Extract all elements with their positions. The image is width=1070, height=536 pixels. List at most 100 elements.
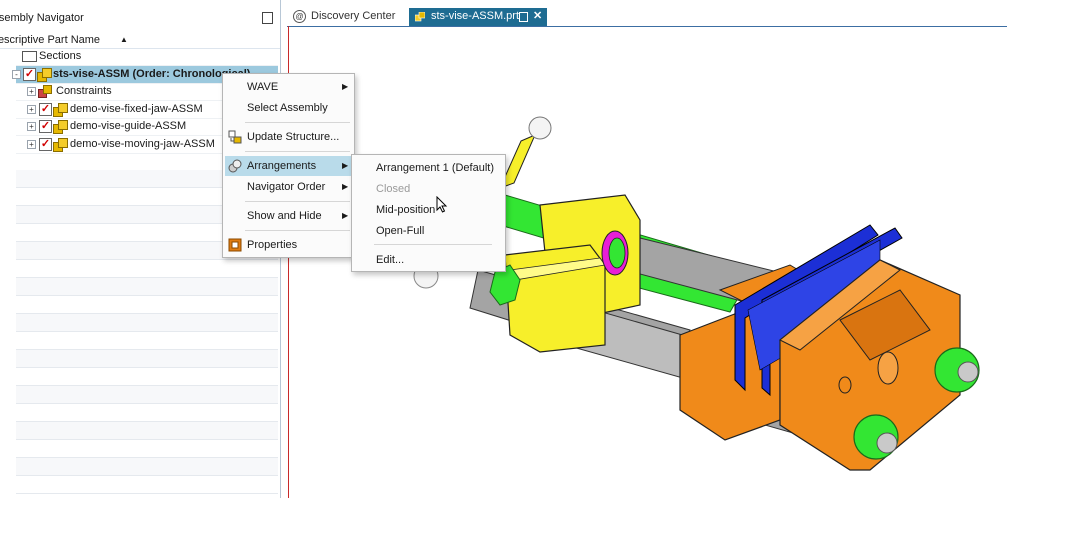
viewport-border bbox=[288, 26, 289, 498]
column-header-label: Descriptive Part Name bbox=[0, 34, 101, 46]
folder-icon bbox=[22, 51, 37, 62]
constraints-icon bbox=[38, 85, 52, 98]
tree-row-constraints[interactable]: + Constraints bbox=[16, 83, 278, 101]
menu-separator bbox=[245, 122, 350, 123]
empty-row bbox=[16, 224, 278, 242]
tree-row-label: sts-vise-ASSM (Order: Chronological) bbox=[53, 68, 251, 80]
menu-item-arrangement-1-default[interactable]: Arrangement 1 (Default) bbox=[354, 158, 503, 178]
empty-row bbox=[16, 296, 278, 314]
right-nuts[interactable] bbox=[853, 347, 980, 460]
left-nut[interactable] bbox=[489, 264, 521, 306]
visibility-checkbox[interactable]: ✓ bbox=[39, 103, 52, 116]
tree-row-fixed-jaw[interactable]: + ✓ demo-vise-fixed-jaw-ASSM bbox=[16, 101, 278, 119]
empty-row bbox=[16, 278, 278, 296]
menu-item-label: Update Structure... bbox=[247, 131, 340, 143]
menu-separator bbox=[374, 244, 492, 245]
empty-row bbox=[16, 332, 278, 350]
empty-row bbox=[16, 242, 278, 260]
submenu-arrow-icon: ▶ bbox=[342, 82, 349, 91]
empty-row bbox=[16, 404, 278, 422]
vise-3d-model-viewport[interactable] bbox=[289, 27, 1009, 497]
fixed-jaw[interactable] bbox=[779, 259, 961, 471]
submenu-arrow-icon: ▶ bbox=[342, 161, 349, 170]
submenu-arrow-icon: ▶ bbox=[342, 182, 349, 191]
arrangements-submenu: Arrangement 1 (Default) Closed Mid-posit… bbox=[351, 154, 506, 272]
empty-row bbox=[16, 314, 278, 332]
part-file-icon bbox=[414, 11, 426, 22]
empty-row bbox=[16, 188, 278, 206]
menu-separator bbox=[245, 230, 350, 231]
menu-item-label: Show and Hide bbox=[247, 210, 322, 222]
expand-icon[interactable]: + bbox=[27, 122, 36, 131]
close-tab-icon[interactable]: ✕ bbox=[533, 10, 543, 22]
menu-item-closed: Closed bbox=[354, 179, 503, 199]
visibility-checkbox[interactable]: ✓ bbox=[23, 68, 36, 81]
update-structure-icon bbox=[228, 130, 242, 144]
menu-item-show-and-hide[interactable]: Show and Hide ▶ bbox=[225, 206, 352, 226]
empty-row bbox=[16, 170, 278, 188]
empty-row bbox=[16, 350, 278, 368]
tree-row-label: demo-vise-moving-jaw-ASSM bbox=[70, 138, 215, 150]
menu-item-select-assembly[interactable]: Select Assembly bbox=[225, 98, 352, 118]
menu-item-arrangements[interactable]: Arrangements ▶ bbox=[225, 156, 352, 176]
tree-row-label: demo-vise-guide-ASSM bbox=[70, 120, 187, 132]
empty-row bbox=[16, 458, 278, 476]
menu-item-label: Mid-position bbox=[376, 204, 436, 216]
discovery-center-icon: @ bbox=[293, 10, 306, 23]
menu-item-label: WAVE bbox=[247, 81, 279, 93]
arrangements-icon bbox=[228, 159, 242, 173]
yellow-carrier-block[interactable] bbox=[504, 194, 641, 353]
sort-ascending-icon[interactable]: ▲ bbox=[120, 35, 128, 44]
document-tab-bar: @ Discovery Center sts-vise-ASSM.prt ✕ bbox=[287, 8, 1007, 27]
empty-row bbox=[16, 476, 278, 494]
menu-item-wave[interactable]: WAVE ▶ bbox=[225, 77, 352, 97]
assembly-icon bbox=[53, 103, 68, 117]
tree-row-label: Constraints bbox=[56, 85, 112, 97]
menu-item-label: Closed bbox=[376, 183, 411, 195]
menu-item-edit[interactable]: Edit... bbox=[354, 250, 503, 270]
menu-item-update-structure[interactable]: Update Structure... bbox=[225, 127, 352, 147]
assembly-icon bbox=[53, 120, 68, 134]
expand-icon[interactable]: + bbox=[27, 140, 36, 149]
tab-sts-vise-assm[interactable]: sts-vise-ASSM.prt ✕ bbox=[409, 8, 547, 26]
visibility-checkbox[interactable]: ✓ bbox=[39, 120, 52, 133]
pin-panel-icon[interactable] bbox=[262, 12, 273, 24]
menu-item-navigator-order[interactable]: Navigator Order ▶ bbox=[225, 177, 352, 197]
visibility-checkbox[interactable]: ✓ bbox=[39, 138, 52, 151]
empty-row bbox=[16, 206, 278, 224]
menu-separator bbox=[245, 201, 350, 202]
empty-row bbox=[16, 386, 278, 404]
tree-row-label: demo-vise-fixed-jaw-ASSM bbox=[70, 103, 203, 115]
menu-item-properties[interactable]: Properties bbox=[225, 235, 352, 255]
menu-item-label: Open-Full bbox=[376, 225, 425, 237]
empty-row bbox=[16, 368, 278, 386]
menu-item-label: Edit... bbox=[376, 254, 405, 266]
column-header-part-name[interactable]: Descriptive Part Name ▲ bbox=[0, 31, 280, 49]
pin-tab-icon[interactable] bbox=[519, 12, 528, 22]
menu-item-label: Navigator Order bbox=[247, 181, 326, 193]
mouse-cursor-icon bbox=[436, 196, 448, 213]
properties-icon bbox=[228, 238, 242, 252]
empty-row bbox=[16, 260, 278, 278]
expand-icon[interactable]: + bbox=[27, 87, 36, 96]
assembly-icon bbox=[37, 68, 52, 82]
tab-discovery-center[interactable]: @ Discovery Center bbox=[287, 8, 407, 26]
menu-item-open-full[interactable]: Open-Full bbox=[354, 221, 503, 241]
tab-label: sts-vise-ASSM.prt bbox=[431, 10, 520, 22]
tree-row-sections[interactable]: Sections bbox=[16, 48, 278, 66]
jaw-plates[interactable] bbox=[734, 224, 903, 397]
menu-item-label: Properties bbox=[247, 239, 298, 251]
tree-row-moving-jaw[interactable]: + ✓ demo-vise-moving-jaw-ASSM bbox=[16, 136, 278, 154]
tree-row-guide[interactable]: + ✓ demo-vise-guide-ASSM bbox=[16, 118, 278, 136]
menu-item-label: Select Assembly bbox=[247, 102, 328, 114]
menu-item-label: Arrangements bbox=[247, 160, 317, 172]
menu-item-mid-position[interactable]: Mid-position bbox=[354, 200, 503, 220]
tab-label: Discovery Center bbox=[311, 10, 396, 22]
menu-separator bbox=[245, 151, 350, 152]
collapse-icon[interactable]: - bbox=[12, 70, 21, 79]
tree-row-root-assembly[interactable]: - ✓ sts-vise-ASSM (Order: Chronological) bbox=[12, 66, 278, 84]
submenu-arrow-icon: ▶ bbox=[342, 211, 349, 220]
expand-icon[interactable]: + bbox=[27, 105, 36, 114]
menu-item-label: Arrangement 1 (Default) bbox=[376, 162, 494, 174]
assembly-icon bbox=[53, 138, 68, 152]
